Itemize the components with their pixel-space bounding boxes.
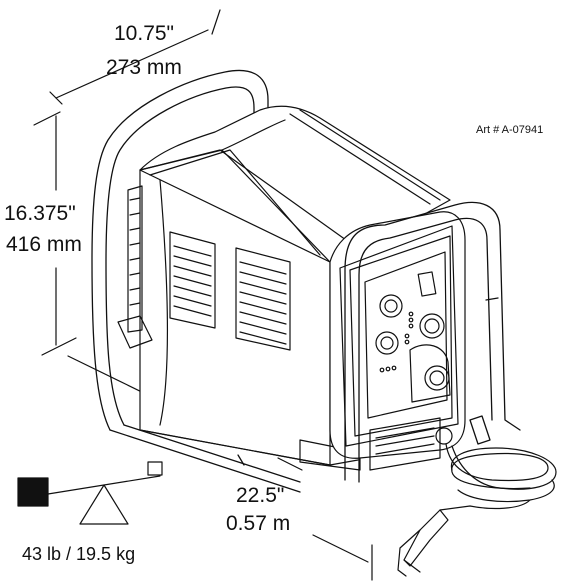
front-base [369, 417, 441, 471]
torch-cable [435, 427, 557, 511]
scale-icon [17, 461, 163, 525]
depth-mm-label: 273 mm [106, 56, 182, 79]
control-knobs [375, 271, 451, 403]
housing-body [139, 105, 451, 466]
height-mm-label: 416 mm [6, 233, 82, 256]
ground-clamp [397, 509, 449, 577]
art-number: Art # A-07941 [476, 124, 544, 136]
length-inches-label: 22.5" [236, 484, 285, 507]
height-inches-label: 16.375" [4, 202, 76, 225]
front-panel [329, 211, 466, 459]
length-m-label: 0.57 m [226, 512, 291, 535]
vent-left [169, 231, 216, 329]
depth-inches-label: 10.75" [114, 22, 175, 45]
vent-right [235, 247, 291, 351]
handle-frame [91, 69, 301, 493]
front-handle [344, 201, 521, 483]
weight-label: 43 lb / 19.5 kg [22, 544, 136, 564]
